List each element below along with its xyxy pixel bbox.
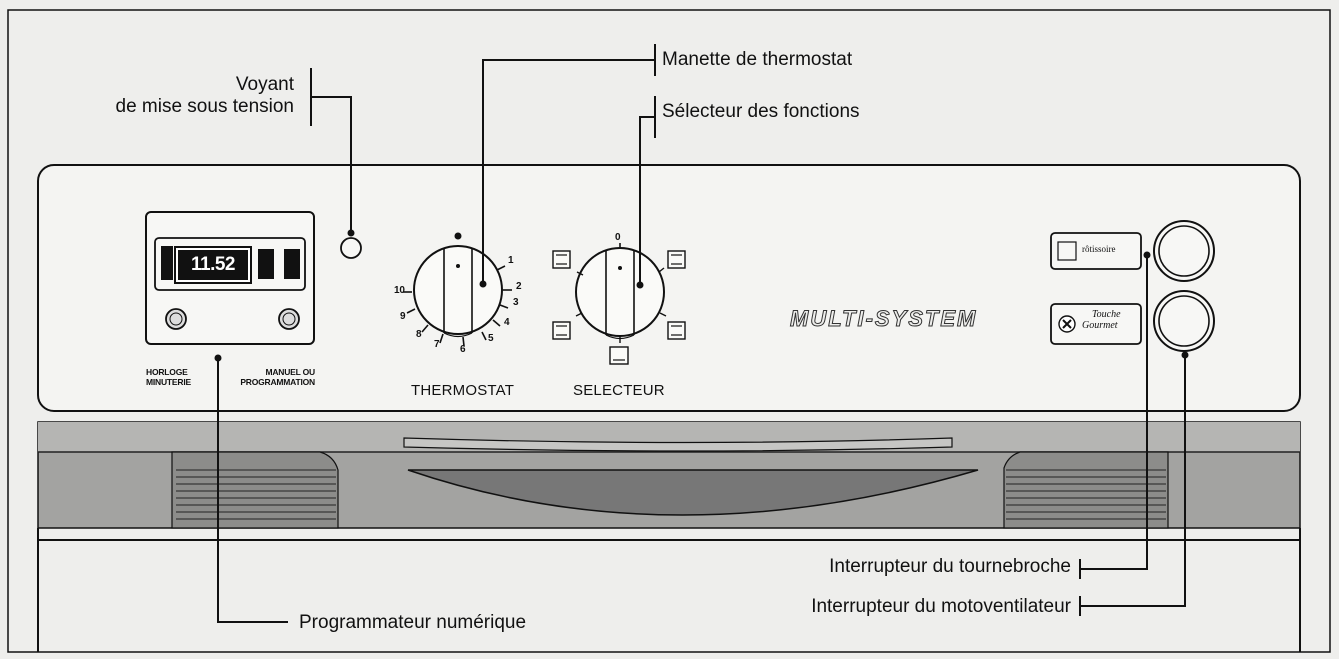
- thermostat-tick-label: 8: [416, 329, 422, 340]
- thermostat-tick-label: 7: [434, 339, 440, 350]
- thermostat-tick-label: 1: [508, 255, 514, 266]
- thermostat-dial: [403, 232, 512, 347]
- thermostat-tick-label: 10: [394, 285, 405, 296]
- callout-voyant: Voyant de mise sous tension: [116, 74, 295, 118]
- brand-logo: MULTI-SYSTEM: [789, 306, 978, 332]
- thermostat-tick-label: 5: [488, 333, 494, 344]
- power-indicator: [340, 237, 362, 259]
- leader-dots: [214, 229, 1189, 362]
- callout-voyant-line1: Voyant: [235, 74, 294, 95]
- clock-display: 11.52: [174, 246, 252, 284]
- vent-left: [171, 451, 339, 529]
- selector-zero: 0: [615, 232, 621, 243]
- thermostat-tick-label: 6: [460, 344, 466, 355]
- thermostat-tick-label: 9: [400, 311, 406, 322]
- control-panel: [37, 164, 1301, 412]
- vent-right: [1003, 451, 1169, 529]
- callout-motoventilateur: Interrupteur du motoventilateur: [811, 596, 1071, 617]
- button-gourmet-label: Touche Gourmet: [1082, 309, 1121, 331]
- thermostat-tick-label: 3: [513, 297, 519, 308]
- callout-voyant-line2: de mise sous tension: [115, 96, 295, 117]
- button-rotissoire-label: rôtissoire: [1082, 244, 1116, 254]
- label-horloge: HORLOGE MINUTERIE: [146, 367, 191, 387]
- callout-manette: Manette de thermostat: [662, 49, 853, 70]
- label-selecteur: SELECTEUR: [573, 382, 665, 399]
- callout-selecteur: Sélecteur des fonctions: [662, 101, 860, 122]
- callout-tournebroche: Interrupteur du tournebroche: [829, 556, 1071, 577]
- label-manuel: MANUEL OU PROGRAMMATION: [240, 367, 315, 387]
- door-handle: [407, 469, 979, 516]
- selector-dial: [552, 243, 686, 365]
- function-buttons: [1050, 232, 1142, 345]
- thermostat-tick-label: 4: [504, 317, 510, 328]
- callout-programmateur: Programmateur numérique: [299, 612, 527, 633]
- frame: [7, 9, 1331, 653]
- switch-motoventilateur: [1153, 290, 1215, 352]
- thermostat-tick-label: 2: [516, 281, 522, 292]
- switch-tournebroche: [1153, 220, 1215, 282]
- label-thermostat: THERMOSTAT: [411, 382, 515, 399]
- leader-lines: [217, 44, 1186, 623]
